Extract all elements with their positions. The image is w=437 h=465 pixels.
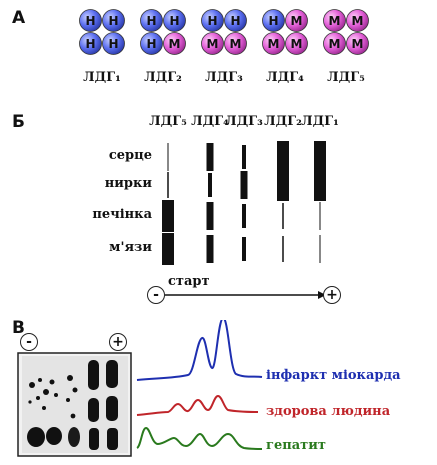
subunit-M <box>285 9 308 32</box>
isozyme-label: ЛДГ₄ <box>266 70 304 85</box>
subunit-letter: M <box>291 37 303 51</box>
column-label: ЛДГ₅ <box>149 114 187 129</box>
subunit-letter: H <box>146 14 156 28</box>
subunit-M <box>285 32 308 55</box>
band <box>206 235 214 263</box>
subunit-letter: H <box>169 14 179 28</box>
column-label: ЛДГ₃ <box>225 114 263 129</box>
subunit-H <box>79 9 102 32</box>
subunit-H <box>102 32 125 55</box>
band <box>167 172 169 198</box>
row-label: м'язи <box>109 240 152 255</box>
subunit-H <box>163 9 186 32</box>
gel-plus: + <box>109 333 127 351</box>
panel-b-letter: Б <box>12 112 25 132</box>
band <box>206 202 214 230</box>
cathode-minus: - <box>147 286 165 304</box>
subunit-letter: H <box>268 14 278 28</box>
start-label: старт <box>168 274 210 289</box>
subunit-H <box>140 32 163 55</box>
subunit-M <box>346 9 369 32</box>
subunit-M <box>224 32 247 55</box>
subunit-letter: M <box>230 37 242 51</box>
gel-photo <box>17 352 132 457</box>
subunit-letter: M <box>329 37 341 51</box>
row-label: печінка <box>92 207 152 222</box>
band <box>282 236 284 262</box>
subunit-M <box>323 32 346 55</box>
gel-bands <box>162 141 326 299</box>
gel-photo-and-curves <box>17 320 263 457</box>
label-hepatitis: гепатит <box>266 438 326 453</box>
column-label: ЛДГ₄ <box>191 114 229 129</box>
subunit-letter: H <box>108 37 118 51</box>
isozyme-label: ЛДГ₃ <box>205 70 243 85</box>
subunit-H <box>201 9 224 32</box>
subunit-M <box>323 9 346 32</box>
row-label: серце <box>108 148 152 163</box>
isozyme-label: ЛДГ₅ <box>327 70 365 85</box>
band <box>282 203 284 229</box>
isozyme-label: ЛДГ₂ <box>144 70 182 85</box>
subunit-letter: M <box>268 37 280 51</box>
subunit-H <box>224 9 247 32</box>
subunit-M <box>346 32 369 55</box>
band <box>162 200 174 232</box>
subunit-M <box>201 32 224 55</box>
band <box>242 237 246 261</box>
subunit-letter: M <box>352 14 364 28</box>
band <box>319 202 321 230</box>
row-label: нирки <box>104 176 152 191</box>
curve-infarct <box>136 320 263 381</box>
subunit-H <box>79 32 102 55</box>
subunit-letter: M <box>329 14 341 28</box>
label-infarct: інфаркт міокарда <box>266 368 401 383</box>
band <box>162 233 174 265</box>
subunit-letter: H <box>230 14 240 28</box>
isozyme-label: ЛДГ₁ <box>83 70 121 85</box>
band <box>206 143 214 171</box>
subunit-letter: M <box>352 37 364 51</box>
subunit-letter: H <box>85 37 95 51</box>
subunit-letter: H <box>146 37 156 51</box>
subunit-letter: M <box>169 37 181 51</box>
subunit-letter: H <box>207 14 217 28</box>
subunit-letter: H <box>108 14 118 28</box>
subunit-letter: H <box>85 14 95 28</box>
panel-a-letter: A <box>12 8 26 28</box>
subunit-H <box>140 9 163 32</box>
subunit-H <box>262 9 285 32</box>
band <box>242 204 246 228</box>
band <box>240 171 248 199</box>
column-label: ЛДГ₂ <box>264 114 302 129</box>
band <box>277 141 289 173</box>
subunit-letter: M <box>207 37 219 51</box>
arrow-head <box>318 291 326 299</box>
panel-c-letter: В <box>12 318 25 338</box>
band <box>242 145 246 169</box>
band <box>314 141 326 173</box>
subunit-letter: M <box>291 14 303 28</box>
subunit-M <box>262 32 285 55</box>
subunit-M <box>163 32 186 55</box>
band <box>314 169 326 201</box>
band <box>167 143 169 171</box>
curve-healthy <box>136 394 259 416</box>
band <box>319 235 321 263</box>
anode-plus: + <box>323 286 341 304</box>
band <box>208 173 212 197</box>
subunit-H <box>102 9 125 32</box>
curve-hepatitis <box>136 426 263 450</box>
column-label: ЛДГ₁ <box>301 114 339 129</box>
gel-minus: - <box>20 333 38 351</box>
label-healthy: здорова людина <box>266 404 391 419</box>
band <box>277 169 289 201</box>
